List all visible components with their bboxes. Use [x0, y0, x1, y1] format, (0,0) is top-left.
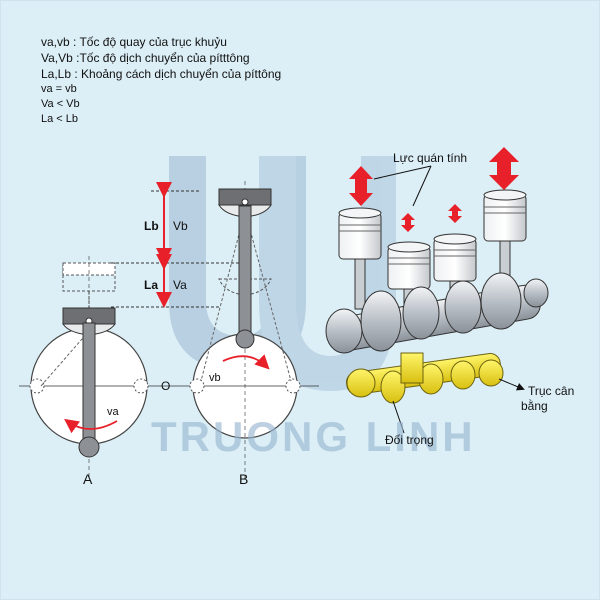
label-inertia: Lực quán tính — [393, 151, 468, 165]
label-va: va — [107, 406, 119, 418]
relation-2: Va < Vb — [41, 98, 80, 110]
counterweight-leader — [392, 400, 405, 434]
ghost-rod-b-left — [200, 210, 246, 382]
rotation-arrow-a — [64, 418, 118, 434]
watermark-text: TRUONG LINH — [151, 413, 476, 460]
label-vb: vb — [209, 372, 221, 384]
crankshaft — [325, 272, 549, 354]
piston-a — [62, 307, 116, 458]
label-Vb: Vb — [173, 219, 188, 233]
ghost-rod-b-right — [244, 210, 292, 382]
relation-1: va = vb — [41, 83, 77, 95]
label-Lb: Lb — [144, 219, 159, 233]
relation-3: La < Lb — [41, 113, 79, 125]
inertia-arrow-2 — [401, 213, 415, 232]
inertia-arrow-1 — [349, 166, 373, 206]
ghost-rod-a — [40, 330, 90, 387]
label-counterweight: Đối trọng — [385, 433, 434, 447]
label-A: A — [83, 471, 93, 487]
label-La: La — [144, 278, 159, 292]
balance-shaft — [346, 352, 504, 404]
legend-line-1: va,vb : Tốc độ quay của trục khuỷu — [41, 35, 227, 49]
piston-b — [218, 188, 272, 349]
crank-ghost-left-a — [29, 378, 45, 394]
label-B: B — [239, 471, 249, 487]
legend: va,vb : Tốc độ quay của trục khuỷu Va,Vb… — [41, 34, 281, 127]
engine-piston-4 — [483, 189, 527, 292]
inertia-arrow-3 — [448, 204, 462, 223]
label-O: O — [161, 379, 171, 393]
crank-ghost-right-a — [133, 378, 149, 394]
dimension-markers — [111, 182, 241, 308]
inertia-arrow-4 — [489, 147, 519, 190]
rotation-arrow-b — [222, 354, 270, 370]
crank-ghost-right-b — [285, 378, 301, 394]
crank-ghost-left-b — [189, 378, 205, 394]
inertia-leader-1 — [373, 165, 432, 180]
label-Va: Va — [173, 278, 187, 292]
piston-b-ghost — [218, 278, 272, 296]
label-balance-shaft-2: bằng — [521, 399, 548, 413]
engine-piston-1 — [338, 207, 382, 310]
label-balance-shaft-1: Trục cân — [528, 384, 575, 398]
inertia-leader-2 — [412, 165, 432, 207]
legend-line-3: La,Lb : Khoảng cách dịch chuyển của pítt… — [41, 67, 282, 81]
balance-shaft-leader — [498, 378, 525, 391]
legend-line-2: Va,Vb :Tốc độ dịch chuyển của pítttông — [41, 51, 250, 65]
